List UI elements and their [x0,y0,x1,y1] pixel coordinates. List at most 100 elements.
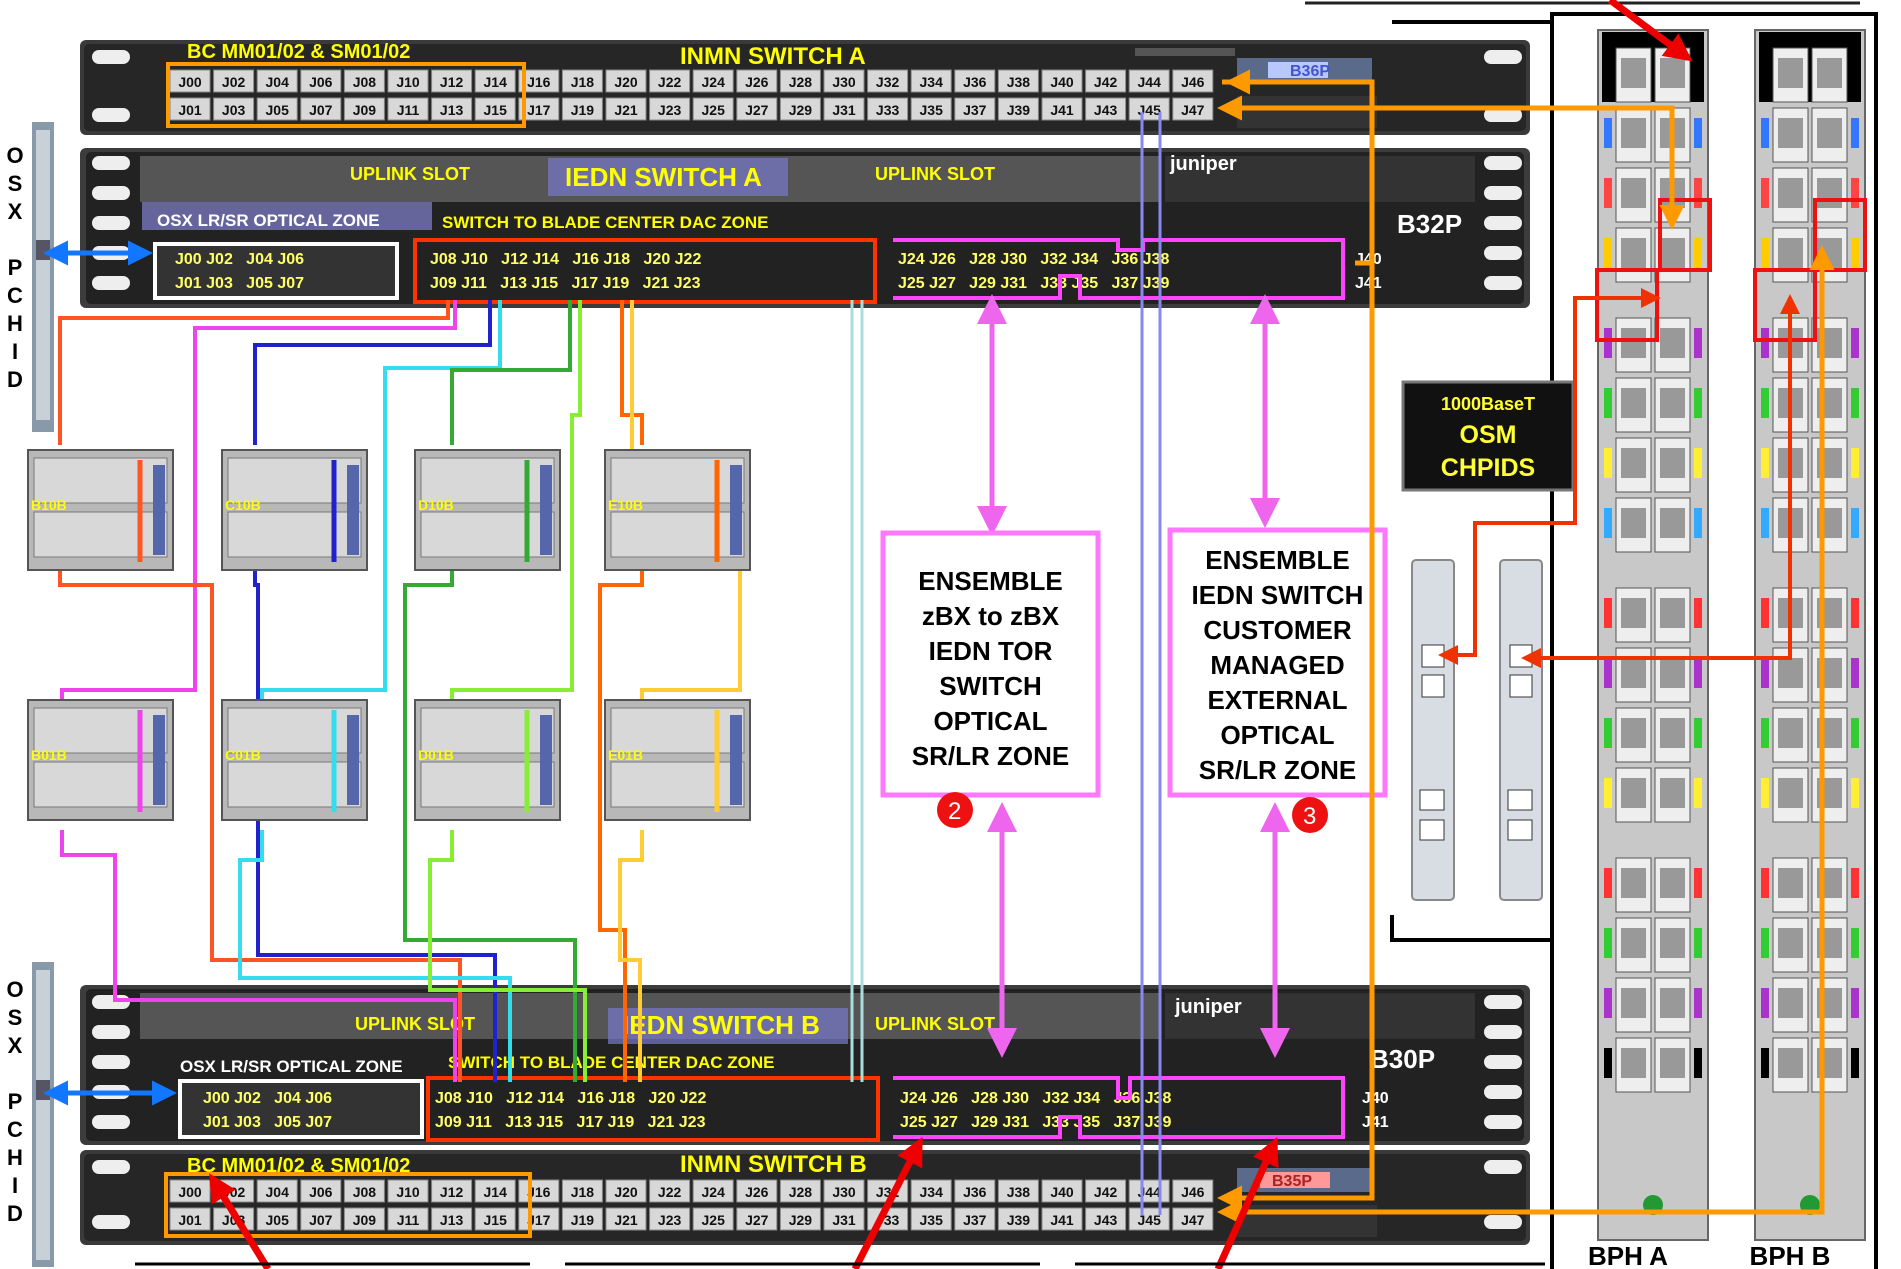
inmn-b-bottom-port-label: J47 [1181,1212,1205,1228]
inmn-a-bottom-port-label: J23 [658,102,682,118]
iedn-b-dac-top: J08 J10 J12 J14 J16 J18 J20 J22 [435,1090,706,1107]
iedn-b-osx-top: J00 J02 J04 J06 [203,1090,332,1107]
iedn-a-osx-zone: OSX LR/SR OPTICAL ZONE [157,211,380,230]
inmn-a-bottom-port-label: J03 [222,102,246,118]
iedn-switch-a: UPLINK SLOT UPLINK SLOT IEDN SWITCH A ju… [80,148,1530,308]
zone3-line-6: OPTICAL [1173,718,1382,753]
inmn-b-top-port-label: J12 [440,1184,464,1200]
inmn-b-bottom-port-label: J29 [789,1212,813,1228]
iedn-b-j41: J41 [1362,1114,1389,1131]
inmn-b-bottom-port-label: J01 [178,1212,202,1228]
iedn-b-model: B30P [1370,1044,1435,1074]
zone2-line-5: OPTICAL [886,704,1095,739]
inmn-b-top-port-label: J22 [658,1184,682,1200]
inmn-a-top-port-label: J10 [396,74,420,90]
osm-line2: OSM [1460,421,1517,449]
inmn-b-bottom-port-label: J11 [397,1212,420,1228]
inmn-b-title: INMN SWITCH B [680,1151,867,1178]
inmn-b-top-port-label: J46 [1181,1184,1205,1200]
zone2-line-3: IEDN TOR [886,634,1095,669]
inmn-b-top-port-label: J30 [832,1184,856,1200]
inmn-b-bottom-port-label: J35 [920,1212,944,1228]
inmn-b-bottom-port-label: J27 [745,1212,769,1228]
inmn-b-top-port-label: J38 [1007,1184,1031,1200]
osm-line1: 1000BaseT [1441,394,1535,414]
inmn-a-bottom-port-label: J13 [440,102,464,118]
iedn-b-brand: juniper [1174,996,1242,1018]
inmn-b-top-port-label: J36 [963,1184,987,1200]
inmn-b-bottom-port-label: J13 [440,1212,464,1228]
iedn-a-osx-top: J00 J02 J04 J06 [175,251,304,268]
inmn-b-bottom-port-label: J23 [658,1212,682,1228]
inmn-b-top-port-label: J34 [920,1184,944,1200]
iedn-a-uplink2: UPLINK SLOT [875,164,995,184]
inmn-a-bottom-port-label: J35 [920,102,944,118]
zone3-line-2: IEDN SWITCH [1173,578,1382,613]
inmn-a-top-port-label: J44 [1138,74,1162,90]
inmn-b-bottom-port-label: J05 [266,1212,290,1228]
osm-card-1 [1412,560,1454,900]
zone3-line-1: ENSEMBLE [1173,543,1382,578]
inmn-a-bottom-port-label: J41 [1050,102,1074,118]
inmn-b-top-port-label: J06 [309,1184,333,1200]
blade-chassis-top: B10BC10BD10BE10B [28,450,750,570]
inmn-a-top-port-label: J12 [440,74,464,90]
iedn-b-uplink2: UPLINK SLOT [875,1014,995,1034]
zone3-badge: 3 [1303,803,1316,830]
inmn-b-top-port-label: J42 [1094,1184,1118,1200]
inmn-b-top-port-label: J40 [1050,1184,1074,1200]
bph-a-panel [1598,30,1708,1240]
iedn-a-osx-bot: J01 J03 J05 J07 [175,275,304,292]
inmn-a-bc-label: BC MM01/02 & SM01/02 [187,41,410,63]
inmn-a-top-port-label: J26 [745,74,769,90]
iedn-b-j40: J40 [1362,1090,1389,1107]
inmn-b-bottom-port-label: J37 [963,1212,987,1228]
inmn-a-bottom-port-label: J17 [527,102,551,118]
blade-label: D01B [418,747,454,763]
zone2-badge: 2 [948,798,961,825]
inmn-b-model: B35P [1272,1173,1312,1190]
inmn-a-top-port-label: J38 [1007,74,1031,90]
iedn-a-opt-top: J24 J26 J28 J30 J32 J34 J36 J38 [898,251,1169,268]
zone3-line-5: EXTERNAL [1173,683,1382,718]
iedn-a-brand: juniper [1169,153,1237,175]
inmn-a-bottom-port-label: J07 [309,102,333,118]
zone2-line-4: SWITCH [886,669,1095,704]
iedn-a-title: IEDN SWITCH A [565,162,762,192]
osx-card-top [32,122,54,432]
osm-line3: CHPIDS [1441,454,1535,482]
inmn-b-bottom-port-label: J09 [353,1212,377,1228]
inmn-a-bottom-port-label: J09 [353,102,377,118]
iedn-a-j41: J41 [1355,275,1382,292]
inmn-b-bottom-port-label: J21 [614,1212,638,1228]
inmn-a-top-port-label: J30 [832,74,856,90]
inmn-a-top-port-label: J22 [658,74,682,90]
inmn-a-top-port-label: J18 [571,74,595,90]
inmn-a-bottom-port-label: J29 [789,102,813,118]
inmn-b-bottom-port-label: J39 [1007,1212,1031,1228]
blade-label: C10B [225,497,261,513]
inmn-b-top-port-label: J18 [571,1184,595,1200]
inmn-b-top-port-label: J20 [614,1184,638,1200]
inmn-a-top-port-label: J20 [614,74,638,90]
inmn-a-top-port-label: J08 [353,74,377,90]
inmn-b-bottom-port-label: J31 [832,1212,856,1228]
inmn-a-top-port-label: J24 [702,74,726,90]
zone2-line-2: zBX to zBX [886,599,1095,634]
blade-label: B10B [31,497,67,513]
inmn-a-top-port-label: J42 [1094,74,1118,90]
iedn-a-dac-zone: SWITCH TO BLADE CENTER DAC ZONE [442,213,768,232]
inmn-a-top-port-label: J00 [178,74,202,90]
osx-pchid-bottom-label: O S X P C H I D [2,976,28,1228]
inmn-b-top-port-label: J00 [178,1184,202,1200]
inmn-b-top-port-label: J26 [745,1184,769,1200]
inmn-a-top-port-label: J04 [266,74,290,90]
inmn-b-top-port-label: J14 [484,1184,508,1200]
blade-label: B01B [31,747,67,763]
blade-label: E10B [608,497,643,513]
inmn-a-bottom-port-label: J21 [614,102,638,118]
inmn-b-bottom-port-label: J41 [1050,1212,1074,1228]
iedn-switch-b: UPLINK SLOT UPLINK SLOT IEDN SWITCH B ju… [80,985,1530,1145]
